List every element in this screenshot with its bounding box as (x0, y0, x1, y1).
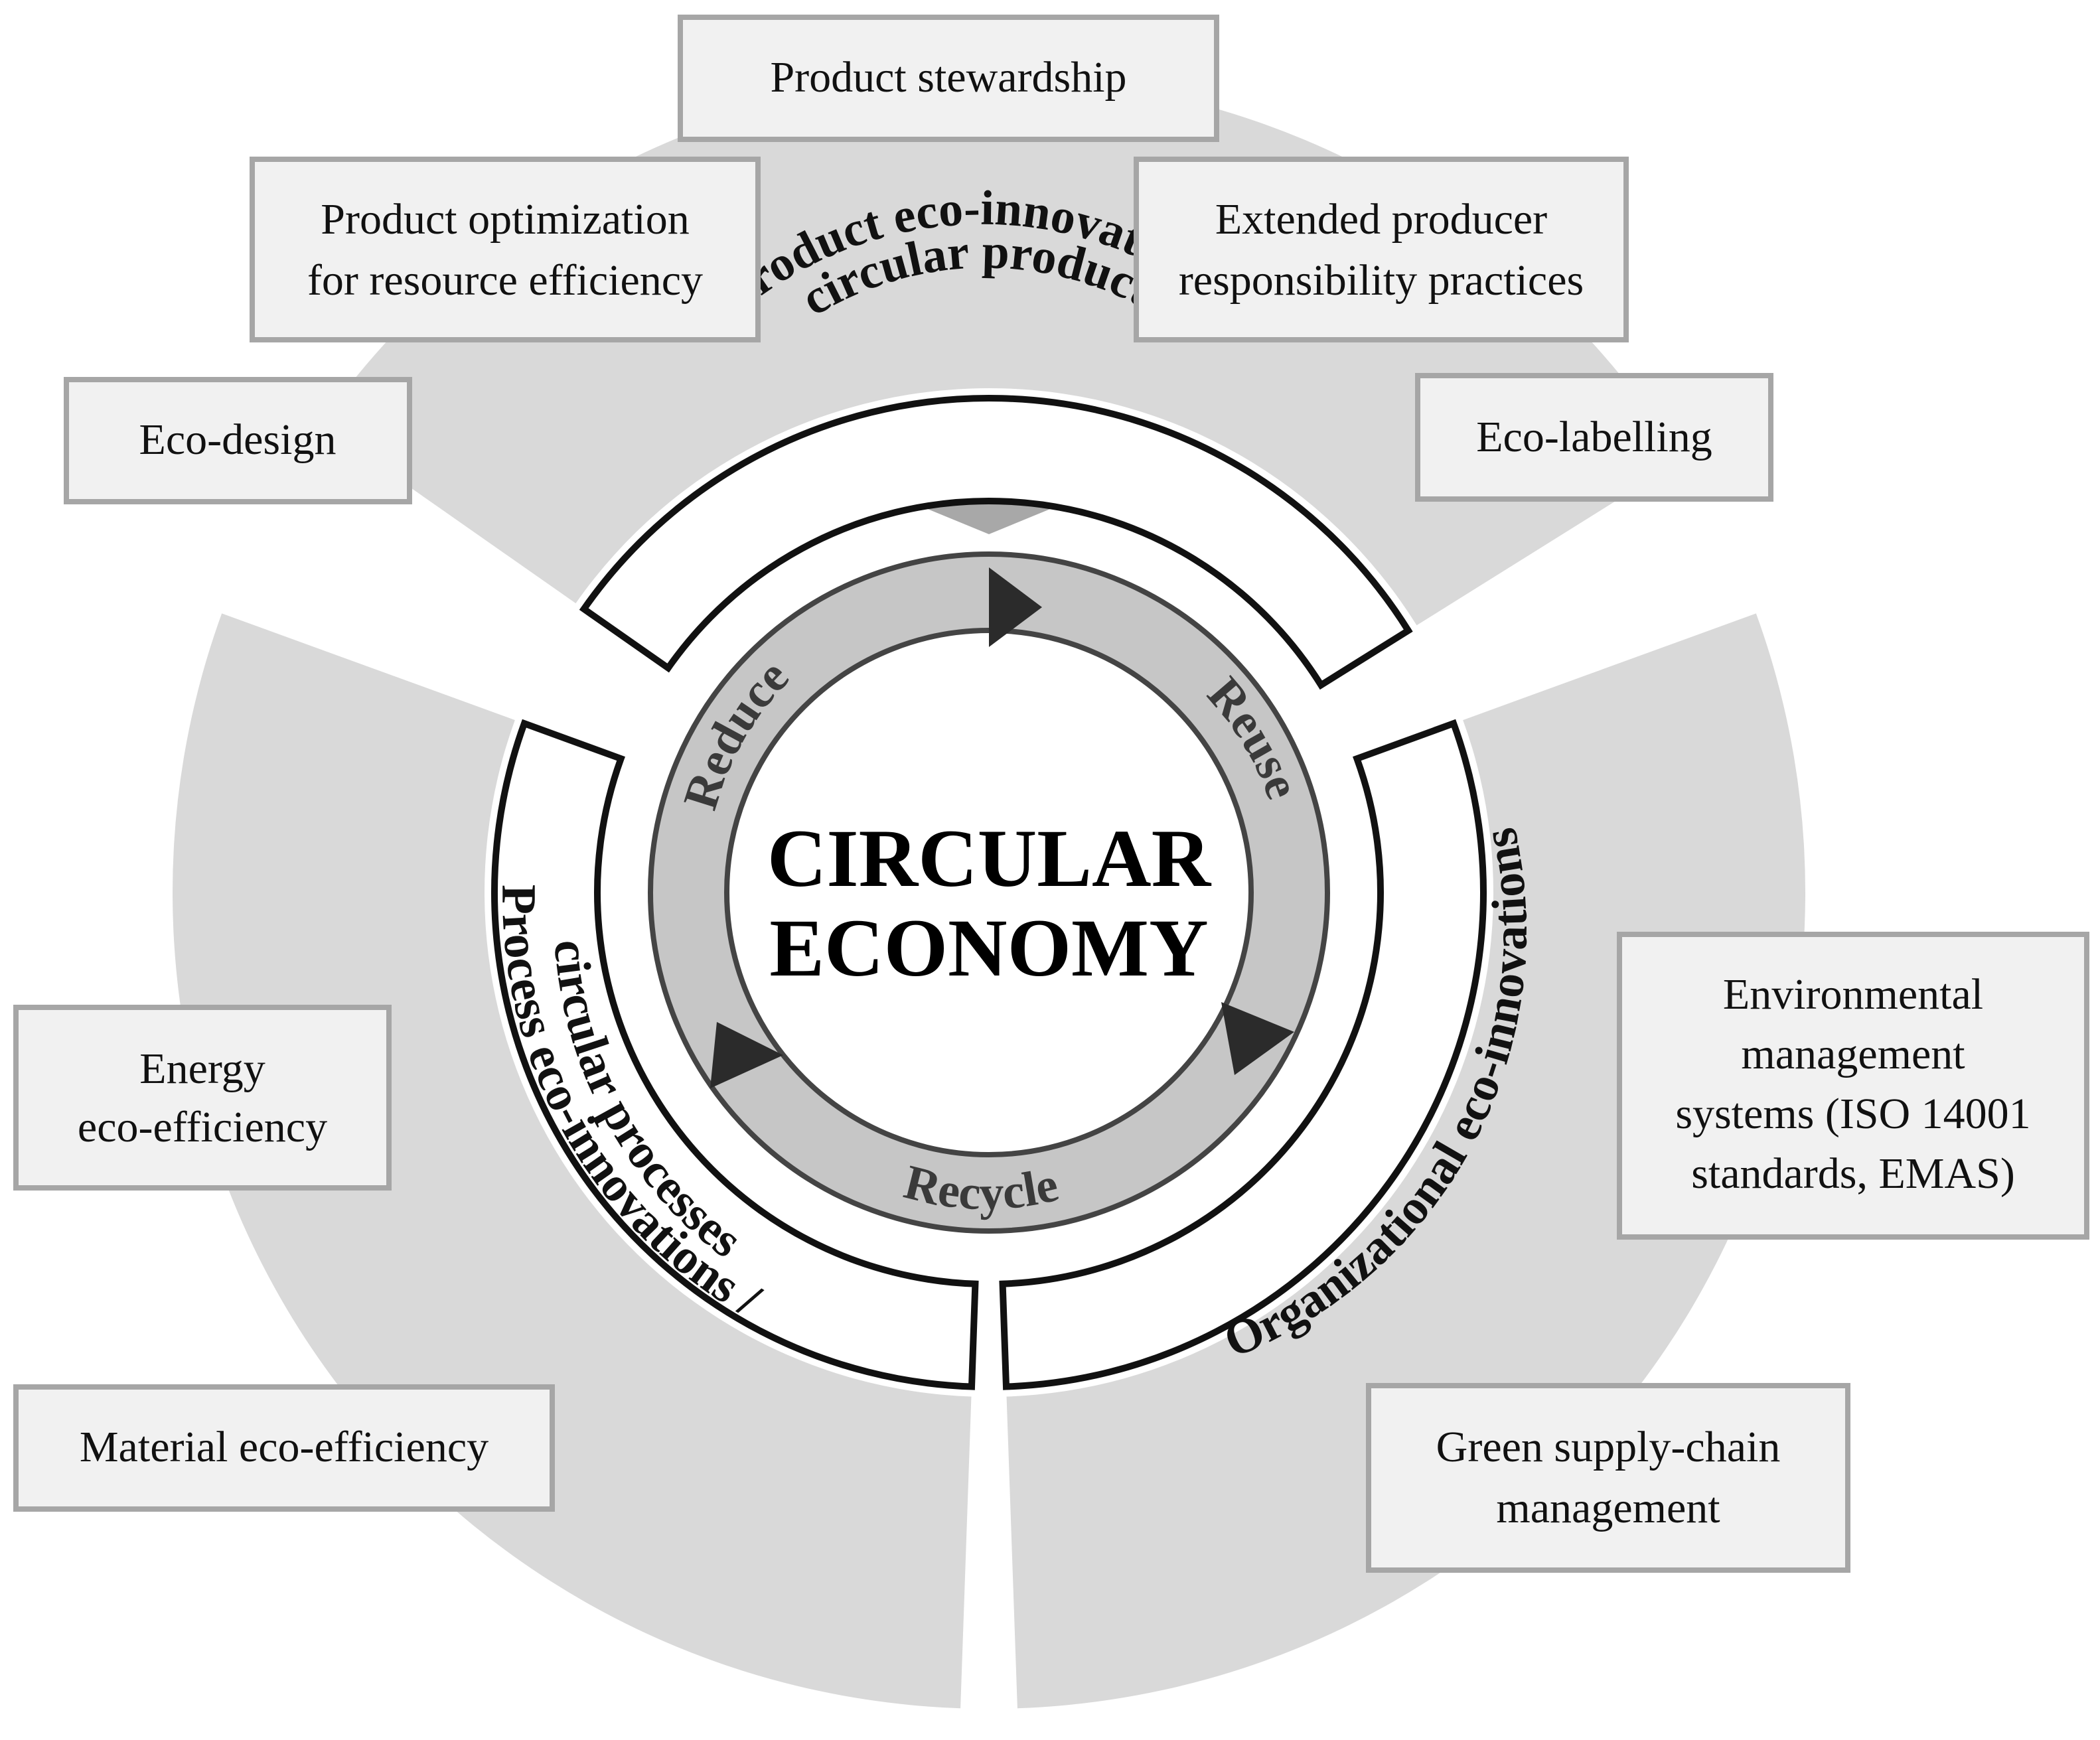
box-text: systems (ISO 14001 (1675, 1090, 2030, 1138)
box-extended-producer: Extended producer responsibility practic… (1134, 157, 1629, 342)
box-text: Eco-labelling (1476, 413, 1712, 461)
box-material-eco-efficiency: Material eco-efficiency (13, 1384, 555, 1512)
arrow-right (1221, 1002, 1294, 1075)
box-text: Material eco-efficiency (80, 1423, 488, 1471)
box-text: Green supply-chain (1436, 1423, 1781, 1471)
process-segment-band (491, 719, 979, 1390)
cycle-arrows (710, 567, 1294, 1088)
box-text: standards, EMAS) (1691, 1149, 2015, 1198)
box-text: Energy (139, 1045, 265, 1093)
center-title-line2: ECONOMY (769, 903, 1208, 993)
box-product-stewardship: Product stewardship (678, 15, 1219, 142)
arrow-top (989, 567, 1042, 647)
box-eco-labelling: Eco-labelling (1415, 373, 1773, 502)
center-title-line1: CIRCULAR (767, 813, 1212, 904)
organizational-outer-sector (1006, 613, 1805, 1709)
box-text: management (1741, 1030, 1965, 1078)
arrow-left (710, 1022, 783, 1088)
box-eco-design: Eco-design (64, 377, 412, 504)
process-outer-sector (173, 613, 972, 1709)
box-text: Environmental (1723, 970, 1983, 1019)
box-product-optimization: Product optimization for resource effici… (250, 157, 761, 342)
segment-bands (491, 395, 1487, 1390)
box-text: Extended producer (1215, 195, 1547, 244)
box-text: management (1496, 1484, 1720, 1532)
box-text: eco-efficiency (78, 1103, 327, 1151)
box-text: Product stewardship (770, 53, 1126, 102)
cycle-ring (648, 551, 1330, 1234)
box-text: for resource efficiency (307, 256, 703, 305)
organizational-segment-band (999, 719, 1487, 1390)
box-text: Eco-design (139, 415, 337, 464)
box-environmental-management: Environmental management systems (ISO 14… (1617, 932, 2089, 1240)
box-text: Product optimization (321, 195, 689, 244)
box-text: responsibility practices (1179, 256, 1584, 305)
box-energy-eco-efficiency: Energy eco-efficiency (13, 1005, 392, 1191)
product-segment-band (579, 395, 1413, 690)
box-green-supply-chain: Green supply-chain management (1366, 1383, 1850, 1573)
